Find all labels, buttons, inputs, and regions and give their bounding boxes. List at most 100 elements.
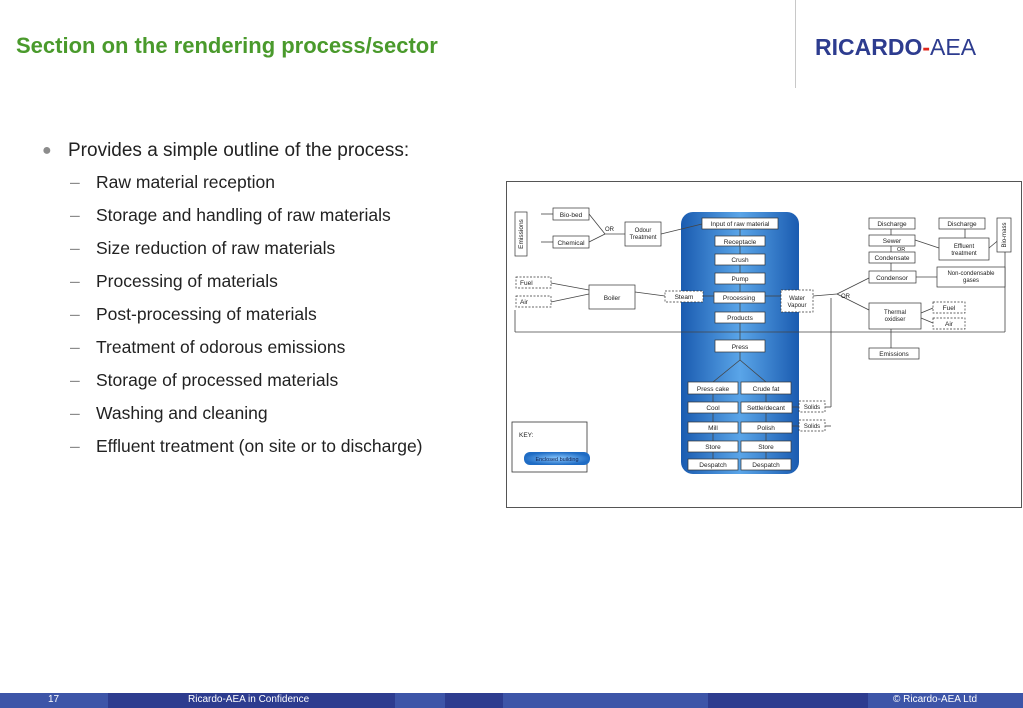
svg-text:Discharge: Discharge xyxy=(877,221,907,228)
box-emissions-left: Emissions xyxy=(514,211,528,257)
box-discharge-2: Discharge xyxy=(938,217,986,230)
flow-lines xyxy=(514,213,1006,459)
svg-text:Solids: Solids xyxy=(804,424,820,430)
svg-text:Store: Store xyxy=(758,444,774,451)
box-receptacle: Receptacle xyxy=(714,235,766,247)
list-item: –Effluent treatment (on site or to disch… xyxy=(70,436,423,456)
diagram-boxes: Input of raw material Receptacle Crush P… xyxy=(511,207,1012,473)
svg-text:Fuel: Fuel xyxy=(943,305,956,312)
ricardo-aea-logo: RICARDO-AEA xyxy=(815,34,976,61)
box-air-left: Air xyxy=(515,295,552,308)
box-emissions-right: Emissions xyxy=(868,347,920,360)
svg-text:Bio-bed: Bio-bed xyxy=(560,212,583,219)
svg-text:Press cake: Press cake xyxy=(697,386,730,393)
box-condensate: Condensate xyxy=(868,251,916,264)
svg-text:Despatch: Despatch xyxy=(752,462,780,469)
svg-text:Condensate: Condensate xyxy=(874,255,909,262)
or-label-left: OR xyxy=(605,227,615,233)
svg-text:Input of raw material: Input of raw material xyxy=(711,221,770,228)
box-solids-1: Solids xyxy=(798,400,826,413)
svg-text:Mill: Mill xyxy=(708,425,718,432)
box-input-raw-material: Input of raw material xyxy=(701,217,779,230)
or-label-small: OR xyxy=(897,247,905,253)
footer-segment-mid1 xyxy=(395,693,445,708)
svg-text:Crush: Crush xyxy=(731,257,749,264)
svg-text:Polish: Polish xyxy=(757,425,775,432)
svg-text:Solids: Solids xyxy=(804,405,820,411)
logo-sub: AEA xyxy=(930,34,977,60)
footer-segment-mid2 xyxy=(503,693,708,708)
svg-text:Boiler: Boiler xyxy=(604,295,621,302)
box-settle-decant: Settle/decant xyxy=(740,401,793,414)
svg-text:Sewer: Sewer xyxy=(883,238,902,245)
svg-text:Pump: Pump xyxy=(732,276,749,283)
svg-text:Fuel: Fuel xyxy=(520,280,533,287)
svg-text:Chemical: Chemical xyxy=(557,240,585,247)
slide-title: Section on the rendering process/sector xyxy=(16,33,438,58)
list-item: –Storage of processed materials xyxy=(70,370,339,390)
list-item: –Raw material reception xyxy=(70,172,275,192)
box-steam: Steam xyxy=(664,290,704,303)
svg-text:Bio-mass: Bio-mass xyxy=(1002,222,1008,247)
or-label-right: OR xyxy=(841,294,851,300)
sub-bullet-list: –Raw material reception –Storage and han… xyxy=(70,172,423,469)
diagram-key: KEY: Enclosed building xyxy=(511,421,590,473)
box-polish: Polish xyxy=(740,421,793,434)
footer-copyright: © Ricardo-AEA Ltd xyxy=(893,694,978,705)
svg-text:Air: Air xyxy=(945,321,954,328)
list-item: –Storage and handling of raw materials xyxy=(70,205,391,225)
logo-separator: - xyxy=(922,34,931,60)
svg-text:Steam: Steam xyxy=(675,294,694,301)
box-bio-bed: Bio-bed xyxy=(552,207,590,221)
box-discharge-1: Discharge xyxy=(868,217,916,230)
svg-text:Emissions: Emissions xyxy=(879,351,909,358)
box-store-left: Store xyxy=(687,440,739,453)
footer-bar: 17 Ricardo-AEA in Confidence © Ricardo-A… xyxy=(0,693,1023,708)
box-boiler: Boiler xyxy=(588,284,636,310)
box-despatch-right: Despatch xyxy=(740,458,792,471)
box-fuel-right: Fuel xyxy=(932,301,966,314)
box-sewer: Sewer xyxy=(868,234,916,247)
box-products: Products xyxy=(714,311,766,324)
box-press: Press xyxy=(714,339,766,353)
svg-text:Press: Press xyxy=(732,344,749,351)
dash-icon: – xyxy=(70,205,80,225)
box-crude-fat: Crude fat xyxy=(740,381,792,395)
box-store-right: Store xyxy=(740,440,792,453)
box-mill: Mill xyxy=(687,421,739,434)
box-bio-mass: Bio-mass xyxy=(996,217,1012,253)
box-air-right: Air xyxy=(932,317,966,330)
dash-icon: – xyxy=(70,403,80,423)
svg-text:Condensor: Condensor xyxy=(876,275,909,282)
svg-text:Cool: Cool xyxy=(706,405,720,412)
dash-icon: – xyxy=(70,436,80,456)
svg-text:Crude fat: Crude fat xyxy=(753,386,780,393)
svg-text:Store: Store xyxy=(705,444,721,451)
list-item: –Post-processing of materials xyxy=(70,304,317,324)
box-press-cake: Press cake xyxy=(687,381,739,395)
dash-icon: – xyxy=(70,304,80,324)
dash-icon: – xyxy=(70,238,80,258)
key-enclosed-swatch xyxy=(524,452,590,465)
main-bullet-text: Provides a simple outline of the process… xyxy=(68,140,410,161)
box-processing: Processing xyxy=(713,291,766,304)
dash-icon: – xyxy=(70,172,80,192)
svg-text:Processing: Processing xyxy=(723,295,756,302)
dash-icon: – xyxy=(70,271,80,291)
header-divider xyxy=(795,0,796,88)
box-condensor: Condensor xyxy=(868,270,917,284)
footer-segment-right xyxy=(868,693,1023,708)
list-item: –Washing and cleaning xyxy=(70,403,268,423)
box-cool: Cool xyxy=(687,401,739,414)
box-crush: Crush xyxy=(714,253,766,266)
box-solids-2: Solids xyxy=(798,419,826,432)
footer-confidence: Ricardo-AEA in Confidence xyxy=(188,694,310,705)
box-despatch-left: Despatch xyxy=(687,458,739,471)
list-item: –Processing of materials xyxy=(70,271,278,291)
